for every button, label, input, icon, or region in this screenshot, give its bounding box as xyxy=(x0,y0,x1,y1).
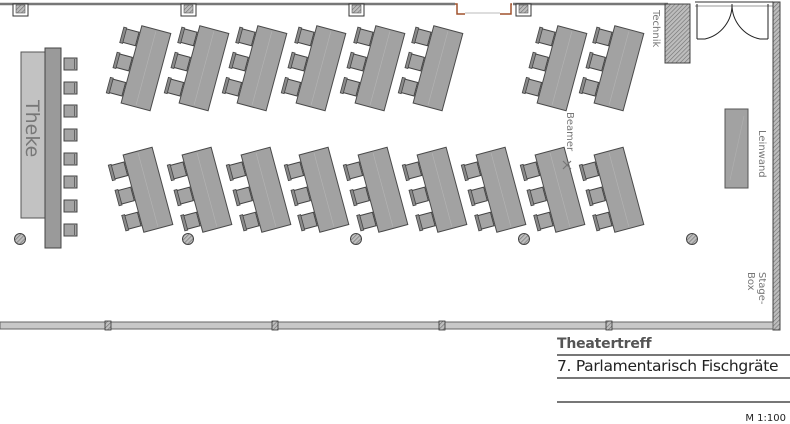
table-set[interactable] xyxy=(163,21,229,110)
bar-label: Theke xyxy=(21,99,43,157)
top-wall xyxy=(0,1,773,7)
table-set[interactable] xyxy=(105,21,171,110)
table-set[interactable] xyxy=(578,147,644,236)
table-set[interactable] xyxy=(280,21,346,110)
table-set[interactable] xyxy=(166,147,232,236)
table-set[interactable] xyxy=(221,21,287,110)
layout-name: 7. Parlamentarisch Fischgräte xyxy=(557,354,790,379)
projector-label: Beamer xyxy=(564,112,575,152)
table-set[interactable] xyxy=(339,21,405,110)
table-set[interactable] xyxy=(397,21,463,110)
bottom-wall xyxy=(0,320,774,331)
table-set[interactable] xyxy=(283,147,349,236)
wall-pillars-top xyxy=(12,3,532,17)
right-wall xyxy=(772,1,781,331)
screen-label: Leinwand xyxy=(756,130,767,178)
stage-box: Stage- Box xyxy=(745,272,767,305)
title-divider xyxy=(557,401,790,403)
technik-room: Technik xyxy=(650,3,691,64)
bar-counter: Theke xyxy=(20,47,62,249)
round-columns xyxy=(14,233,698,245)
bar-stools xyxy=(63,57,78,237)
table-row-top xyxy=(105,21,644,110)
table-set[interactable] xyxy=(401,147,467,236)
floor-plan: Technik Theke xyxy=(0,1,781,331)
venue-name: Theatertreff xyxy=(557,336,652,352)
entrance-double-door[interactable] xyxy=(696,3,769,40)
projection-screen: Leinwand xyxy=(724,108,767,189)
scale-label: M 1:100 xyxy=(745,413,786,424)
table-set[interactable] xyxy=(578,21,644,110)
table-set[interactable] xyxy=(521,21,587,110)
table-set[interactable] xyxy=(342,147,408,236)
technik-label: Technik xyxy=(650,9,661,48)
title-block: Theatertreff 7. Parlamentarisch Fischgrä… xyxy=(557,336,790,424)
table-row-bottom xyxy=(107,147,644,236)
table-set[interactable] xyxy=(225,147,291,236)
stagebox-label-line2: Box xyxy=(745,272,756,291)
projector: Beamer xyxy=(562,112,575,170)
table-set[interactable] xyxy=(519,147,585,236)
projector-x-icon xyxy=(562,160,572,170)
top-opening xyxy=(455,3,512,15)
table-set[interactable] xyxy=(460,147,526,236)
table-set[interactable] xyxy=(107,147,173,236)
stagebox-label-line1: Stage- xyxy=(756,272,767,305)
